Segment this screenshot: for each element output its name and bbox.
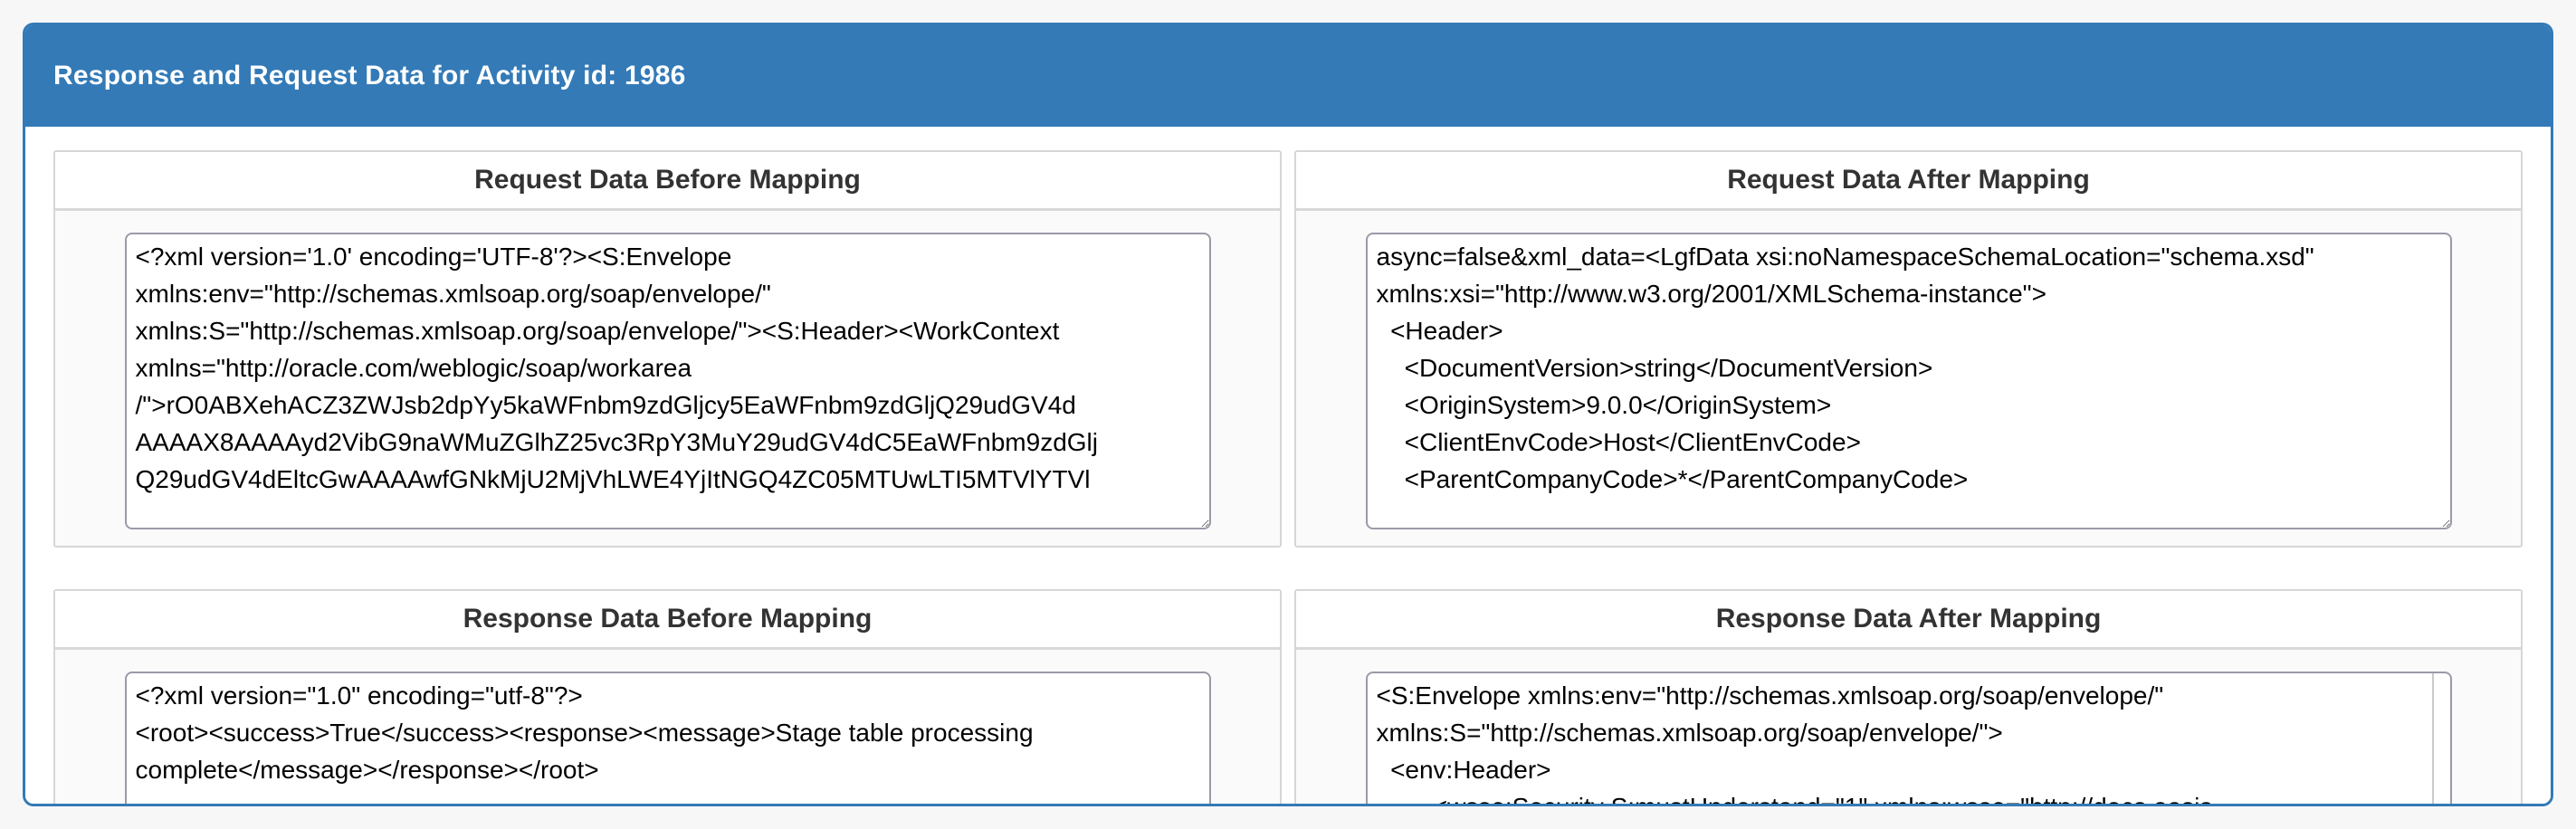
request-after-mapping-section: Request Data After Mapping async=false&x… (1294, 150, 2523, 548)
response-after-mapping-section: Response Data After Mapping <S:Envelope … (1294, 589, 2523, 804)
response-before-mapping-textarea[interactable]: <?xml version="1.0" encoding="utf-8"?> <… (124, 672, 1211, 804)
response-after-mapping-body: <S:Envelope xmlns:env="http://schemas.xm… (1296, 650, 2521, 804)
mapping-grid: Request Data Before Mapping <?xml versio… (53, 150, 2523, 804)
request-before-mapping-textarea[interactable]: <?xml version='1.0' encoding='UTF-8'?><S… (124, 233, 1211, 529)
request-after-mapping-body: async=false&xml_data=<LgfData xsi:noName… (1296, 211, 2521, 546)
request-before-mapping-title: Request Data Before Mapping (55, 152, 1280, 211)
request-after-mapping-title: Request Data After Mapping (1296, 152, 2521, 211)
response-before-mapping-title: Response Data Before Mapping (55, 591, 1280, 650)
panel-body: Request Data Before Mapping <?xml versio… (25, 127, 2551, 804)
panel-header: Response and Request Data for Activity i… (25, 25, 2551, 127)
response-after-mapping-textarea[interactable]: <S:Envelope xmlns:env="http://schemas.xm… (1365, 672, 2452, 804)
request-after-mapping-textarea[interactable]: async=false&xml_data=<LgfData xsi:noName… (1365, 233, 2452, 529)
panel-title: Response and Request Data for Activity i… (53, 61, 686, 91)
response-before-mapping-body: <?xml version="1.0" encoding="utf-8"?> <… (55, 650, 1280, 804)
request-before-mapping-body: <?xml version='1.0' encoding='UTF-8'?><S… (55, 211, 1280, 546)
response-before-mapping-section: Response Data Before Mapping <?xml versi… (53, 589, 1282, 804)
request-before-mapping-section: Request Data Before Mapping <?xml versio… (53, 150, 1282, 548)
activity-data-panel: Response and Request Data for Activity i… (23, 23, 2553, 806)
response-after-mapping-title: Response Data After Mapping (1296, 591, 2521, 650)
